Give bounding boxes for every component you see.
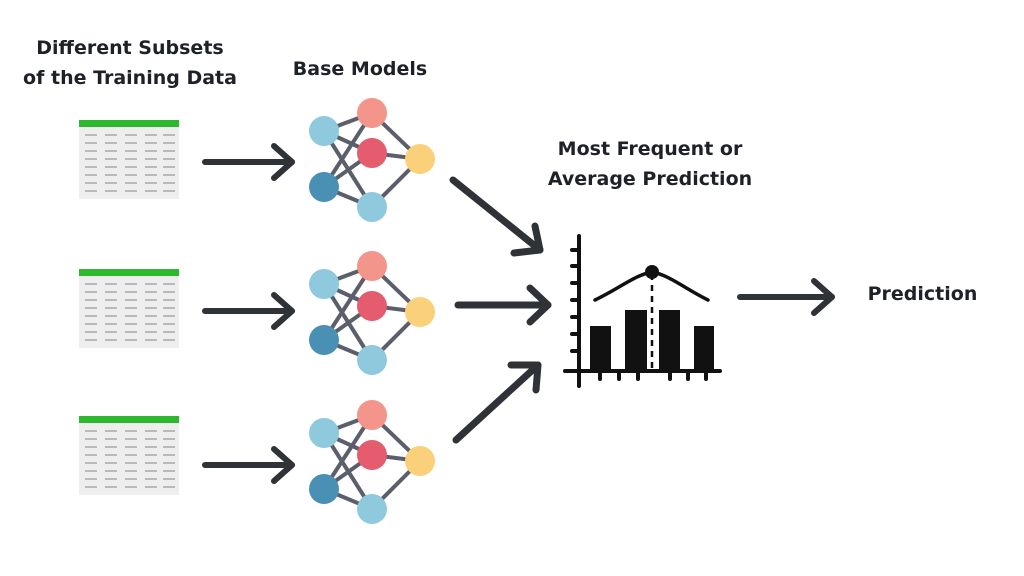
table-icon bbox=[79, 416, 179, 495]
table-icon bbox=[79, 269, 179, 348]
arrow-icon bbox=[202, 446, 295, 484]
neural-network-icon bbox=[307, 96, 437, 224]
subsets-label: Different Subsets of the Training Data bbox=[23, 37, 237, 89]
arrow-icon bbox=[202, 292, 295, 330]
prediction-label: Prediction bbox=[867, 283, 978, 305]
neural-network-icon bbox=[307, 249, 437, 377]
arrow-icon bbox=[454, 284, 552, 326]
neural-network-icon bbox=[307, 398, 437, 526]
arrow-icon bbox=[202, 143, 295, 181]
arrow-icon bbox=[737, 278, 835, 316]
histogram-icon bbox=[563, 234, 722, 388]
base-models-label: Base Models bbox=[292, 58, 428, 80]
table-icon bbox=[79, 120, 179, 199]
arrow-icon bbox=[452, 361, 542, 444]
aggregation-label: Most Frequent or Average Prediction bbox=[547, 138, 753, 190]
arrow-icon bbox=[449, 176, 544, 257]
